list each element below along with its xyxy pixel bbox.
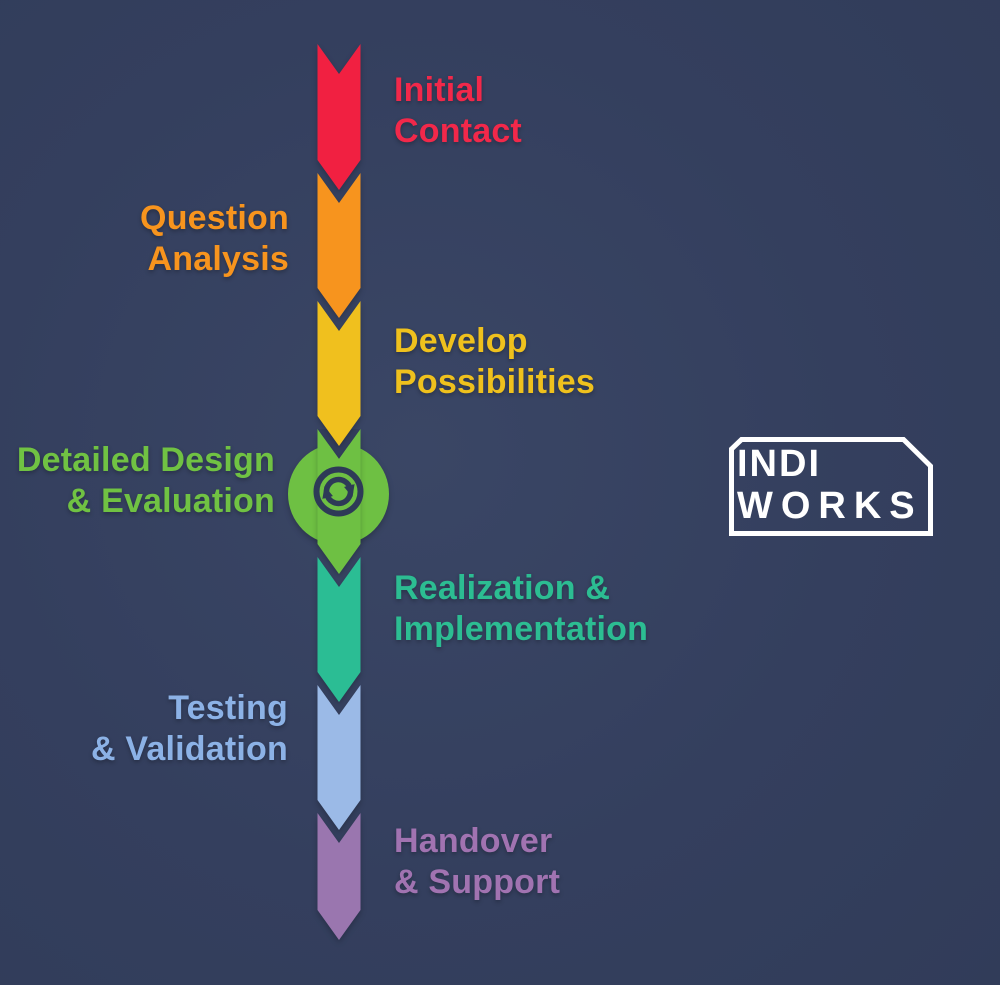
cycle-icon bbox=[313, 466, 364, 517]
step-label-line: Develop bbox=[394, 322, 528, 360]
logo-frame bbox=[729, 437, 933, 536]
logo-text-line2: WORKS bbox=[737, 485, 923, 527]
step-label-line: Possibilities bbox=[394, 363, 596, 401]
step-label-line: Implementation bbox=[394, 610, 649, 648]
arrow-segment-question-analysis bbox=[317, 173, 361, 318]
logo-text-line1: INDI bbox=[737, 443, 821, 485]
arrow-segment-realization-implementation bbox=[317, 557, 361, 702]
step-label-line: Question bbox=[140, 199, 289, 237]
step-label-line: Analysis bbox=[147, 240, 289, 278]
step-label-testing-validation: Testing& Validation bbox=[0, 688, 288, 770]
logo-indiworks: INDI WORKS bbox=[729, 437, 935, 537]
cycle-icon-arc-bottom bbox=[322, 485, 354, 507]
step-label-line: Testing bbox=[168, 689, 288, 727]
arrow-segment-develop-possibilities bbox=[317, 301, 361, 446]
cycle-icon-ring bbox=[313, 466, 364, 517]
logo-frame-outline bbox=[729, 437, 933, 536]
arrow-segment-handover-support bbox=[317, 813, 361, 940]
step-label-handover-support: Handover& Support bbox=[394, 821, 560, 903]
step-label-line: Initial bbox=[394, 71, 485, 109]
step-label-detailed-design-evaluation: Detailed Design& Evaluation bbox=[0, 440, 275, 522]
step-label-line: & Support bbox=[394, 863, 561, 901]
step-label-line: & Validation bbox=[91, 730, 288, 768]
arrow-segment-initial-contact bbox=[317, 44, 361, 190]
step-label-line: Contact bbox=[394, 112, 522, 150]
step-label-realization-implementation: Realization &Implementation bbox=[394, 568, 648, 650]
step-label-line: Detailed Design bbox=[16, 441, 275, 479]
step-label-line: Handover bbox=[394, 822, 553, 860]
step-label-line: & Evaluation bbox=[66, 482, 275, 520]
arrow-segment-testing-validation bbox=[317, 685, 361, 830]
step-label-line: Realization & bbox=[394, 569, 611, 607]
